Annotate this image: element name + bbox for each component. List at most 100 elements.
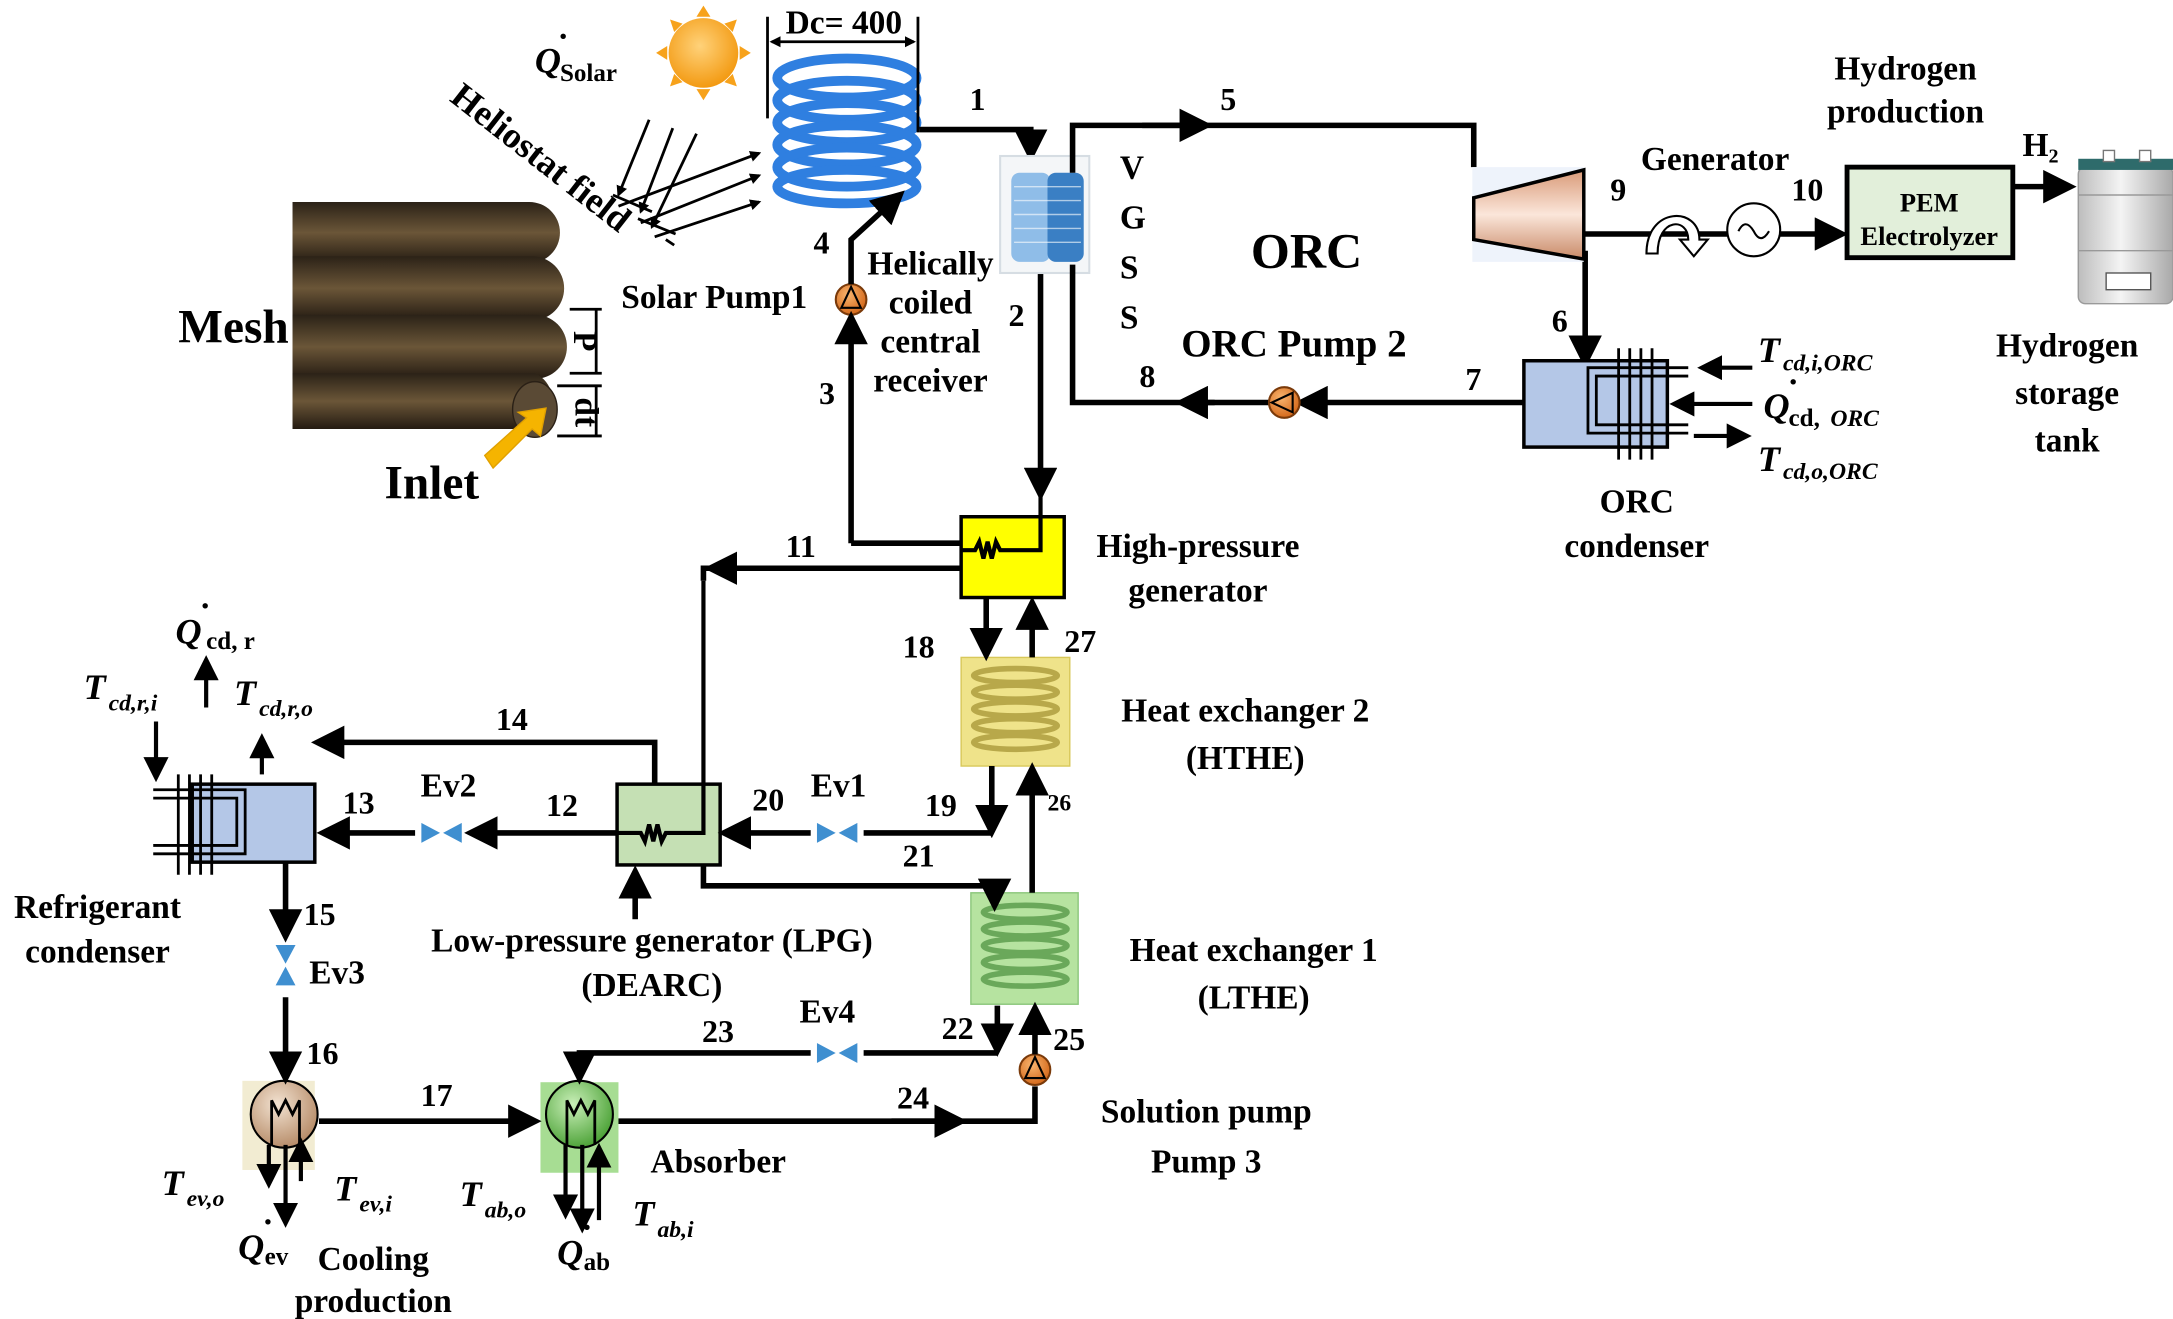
refrigerant-condenser-label: Refrigerant condenser (14, 889, 181, 971)
state-20: 20 (752, 782, 784, 818)
pitch-label: P (566, 331, 603, 351)
lpg-label: Low-pressure generator (LPG) (DEARC) (431, 922, 873, 1004)
state-1: 1 (969, 81, 985, 117)
pem-label-line1: PEM (1900, 188, 1959, 218)
state-point-labels: 1 2 3 4 5 6 7 8 9 10 11 12 13 14 15 16 1… (304, 81, 1824, 1116)
svg-text:˙: ˙ (199, 596, 211, 636)
tube-diameter-dimension: dt (557, 384, 604, 438)
svg-text:Solution pump: Solution pump (1101, 1094, 1312, 1131)
solar-pump-icon[interactable] (834, 283, 868, 316)
vgss-storage-icon (999, 154, 1091, 275)
h2-label: H₂ (2023, 127, 2059, 164)
expansion-valve-ev2-icon[interactable] (419, 820, 464, 846)
ev2-label: Ev2 (421, 768, 477, 805)
state-24: 24 (897, 1080, 929, 1116)
svg-text:(LTHE): (LTHE) (1198, 979, 1310, 1016)
svg-text:G: G (1120, 199, 1146, 236)
svg-text:T: T (1758, 439, 1782, 479)
state-18: 18 (903, 628, 935, 664)
q-cd-orc-label: Q ˙ cd, ORC (1763, 372, 1879, 432)
t-cd-r-i-label: T cd,r,i (84, 667, 158, 716)
svg-text:˙: ˙ (262, 1212, 274, 1252)
orc-pump-icon[interactable] (1267, 386, 1301, 419)
svg-text:cd,o,ORC: cd,o,ORC (1783, 459, 1878, 485)
svg-text:production: production (295, 1283, 453, 1319)
ev4-label: Ev4 (800, 993, 856, 1030)
orc-condenser-label: ORC condenser (1564, 484, 1709, 566)
svg-text:T: T (234, 673, 258, 713)
refrigerant-condenser-icon (153, 774, 317, 875)
svg-text:T: T (1758, 330, 1782, 370)
ev1-label: Ev1 (811, 768, 867, 805)
state-10: 10 (1791, 172, 1823, 208)
ev3-label: Ev3 (309, 954, 365, 991)
svg-text:Q: Q (535, 40, 561, 80)
svg-text:cd,r,i: cd,r,i (109, 690, 158, 716)
svg-text:V: V (1120, 149, 1144, 186)
state-27: 27 (1064, 623, 1096, 659)
svg-text:Heat exchanger 1: Heat exchanger 1 (1130, 932, 1378, 969)
svg-text:High-pressure: High-pressure (1096, 528, 1299, 565)
state-25: 25 (1053, 1021, 1085, 1057)
svg-text:Heat exchanger 2: Heat exchanger 2 (1121, 692, 1369, 729)
expansion-valve-ev3-icon[interactable] (273, 943, 298, 987)
svg-text:ORC: ORC (1830, 406, 1879, 432)
heat-exchanger-1-label: Heat exchanger 1 (LTHE) (1130, 932, 1378, 1016)
evaporator-icon (242, 1079, 319, 1170)
svg-text:cd,i,ORC: cd,i,ORC (1783, 350, 1873, 376)
t-ev-i-label: T ev,i (334, 1169, 392, 1218)
svg-text:ev,i: ev,i (359, 1192, 392, 1218)
helical-receiver-icon (772, 53, 922, 209)
expansion-valve-ev1-icon[interactable] (815, 820, 859, 846)
svg-text:cd, r: cd, r (206, 628, 255, 655)
svg-text:production: production (1827, 94, 1985, 131)
svg-text:Q: Q (557, 1233, 583, 1273)
svg-text:Pump 3: Pump 3 (1151, 1144, 1261, 1181)
state-21: 21 (903, 837, 935, 873)
generator-label: Generator (1641, 141, 1790, 178)
state-23: 23 (702, 1013, 734, 1049)
svg-text:ORC: ORC (1600, 484, 1674, 521)
state-5: 5 (1220, 81, 1236, 117)
shaft-rotation-icon (1645, 215, 1710, 258)
generator-icon (1726, 202, 1782, 258)
pem-electrolyzer-icon: PEM Electrolyzer (1844, 164, 2016, 261)
svg-text:ab,i: ab,i (657, 1217, 694, 1243)
tube-diameter-label: dt (567, 397, 604, 427)
t-cd-r-o-label: T cd,r,o (234, 673, 313, 722)
svg-text:Cooling: Cooling (318, 1241, 430, 1278)
t-cd-i-orc-label: T cd,i,ORC (1758, 330, 1873, 376)
svg-text:ev: ev (265, 1244, 289, 1271)
orc-condenser-streams (1669, 355, 1753, 449)
svg-text:cd,r,o: cd,r,o (259, 696, 313, 722)
svg-text:T: T (460, 1174, 484, 1214)
svg-text:generator: generator (1128, 573, 1267, 610)
evaporator-streams (256, 1137, 314, 1228)
svg-text:coiled: coiled (889, 284, 973, 321)
cooling-production-label: Cooling production (295, 1241, 453, 1319)
state-12: 12 (546, 787, 578, 823)
expansion-valve-ev4-icon[interactable] (815, 1040, 859, 1066)
solution-pump-label: Solution pump Pump 3 (1101, 1094, 1312, 1181)
hp-generator-icon (959, 494, 1066, 600)
absorber-icon (540, 1079, 619, 1173)
t-ab-i-label: T ab,i (632, 1194, 694, 1243)
state-19: 19 (925, 787, 957, 823)
solution-pump-icon[interactable] (1018, 1053, 1052, 1087)
state-3: 3 (819, 375, 835, 411)
solar-pump-label: Solar Pump1 (621, 279, 807, 316)
state-14: 14 (496, 701, 528, 737)
inlet-arrow-icon (483, 407, 547, 470)
q-ab-label: Q ˙ ab (557, 1217, 610, 1276)
svg-text:Q: Q (1763, 386, 1789, 426)
orc-pipes (1069, 108, 2077, 420)
svg-text:Helically: Helically (867, 245, 993, 282)
svg-text:storage: storage (2015, 375, 2119, 412)
svg-text:tank: tank (2035, 422, 2100, 459)
inlet-label: Inlet (384, 458, 479, 510)
sun-icon (656, 5, 751, 101)
svg-text:Refrigerant: Refrigerant (14, 889, 181, 926)
absorption-pipes (268, 551, 1052, 1138)
svg-text:ev,o: ev,o (187, 1186, 225, 1212)
svg-text:S: S (1120, 250, 1139, 287)
